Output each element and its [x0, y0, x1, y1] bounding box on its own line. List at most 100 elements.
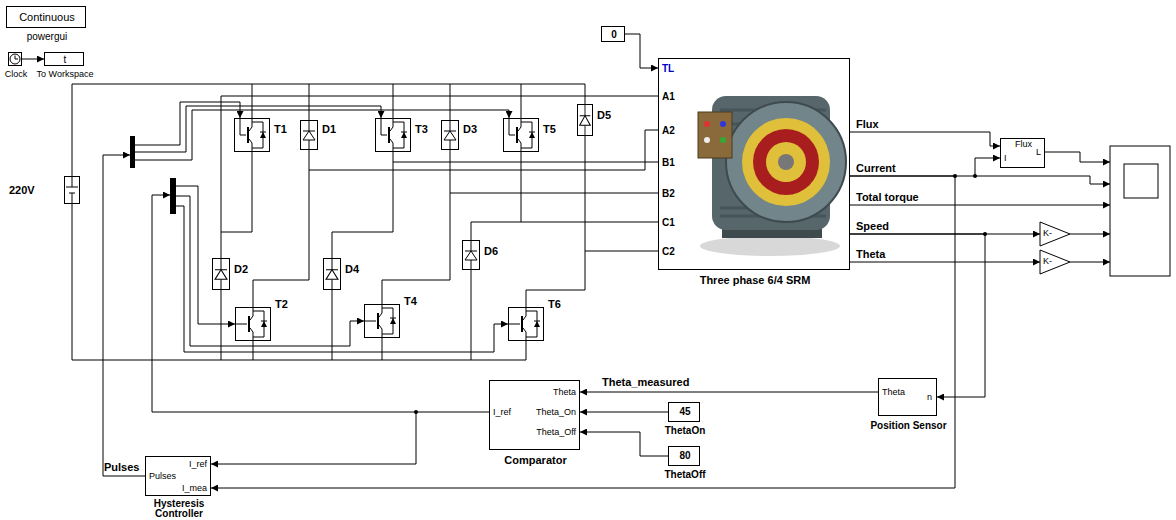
- block-label: Clock: [0, 69, 33, 80]
- port-name: Theta: [553, 387, 576, 398]
- port-name: A2: [662, 125, 675, 137]
- part-label: D3: [463, 123, 477, 136]
- part-label: T1: [274, 123, 287, 136]
- phase-wire: [309, 130, 658, 170]
- signal-line: [1045, 152, 1110, 162]
- motor-illustration: [698, 96, 846, 256]
- phase-wire: [332, 152, 393, 258]
- dc-rail: [72, 204, 526, 360]
- part-label: D4: [345, 263, 359, 276]
- part-label: D6: [484, 245, 498, 258]
- block-label: Three phase 6/4 SRM: [639, 274, 871, 287]
- comparator-block: ThetaI_refTheta_OnTheta_OffComparator: [489, 380, 580, 450]
- pulses-line: [103, 155, 145, 476]
- port-name: n: [927, 392, 932, 403]
- igbt-symbol: [509, 118, 535, 152]
- signal-line: [580, 432, 668, 456]
- port-name: TL: [662, 63, 674, 75]
- port-name: C2: [662, 246, 675, 258]
- diode-symbol: [465, 240, 477, 270]
- diode: D2: [212, 258, 230, 290]
- part-label: D5: [597, 109, 611, 122]
- gate-line: [176, 206, 508, 352]
- constant-block: 45ThetaOn: [668, 402, 700, 422]
- part-label: D2: [234, 263, 248, 276]
- diode-symbol: [303, 120, 315, 150]
- port-name: Theta_Off: [536, 427, 576, 438]
- terminal: [704, 121, 710, 127]
- battery-symbol: [66, 176, 78, 204]
- motor-stator: [742, 118, 830, 206]
- signal-name: Theta_measured: [600, 376, 691, 389]
- terminal: [704, 137, 710, 143]
- motor-winding: [753, 129, 819, 195]
- signal-name: Pulses: [104, 461, 139, 474]
- block-label: K-: [1043, 228, 1052, 239]
- port-name: I_mea: [182, 483, 207, 494]
- powergui-block: Continuouspowergui: [6, 6, 86, 28]
- signal-line: [850, 262, 1040, 263]
- signal-line: [22, 59, 44, 60]
- signal-line: [975, 176, 1110, 184]
- igbt-symbol: [240, 118, 266, 152]
- diode: D5: [577, 104, 593, 136]
- motor-shadow: [700, 236, 840, 256]
- igbt-symbol: [381, 118, 407, 152]
- port-name: Pulses: [149, 471, 176, 482]
- port-name: B1: [662, 157, 675, 169]
- port-name: C1: [662, 217, 675, 229]
- diode-symbol: [326, 258, 338, 290]
- signal-wiring: [103, 102, 1110, 476]
- gate-line: [176, 196, 364, 346]
- port-name: Theta_On: [536, 407, 576, 418]
- diode: D6: [462, 240, 480, 270]
- phase-wire: [471, 152, 521, 240]
- hysteresis-controller-block: I_refPulsesI_meaHysteresis Controller: [145, 456, 211, 496]
- signal-line: [211, 412, 489, 464]
- signal-line: [850, 205, 1110, 206]
- igbt-switch: T2: [235, 307, 271, 341]
- signal-name: Theta: [856, 248, 885, 261]
- diode-symbol: [580, 104, 591, 136]
- terminal-box: [698, 112, 732, 158]
- port-name: A1: [662, 91, 675, 103]
- signal-name: Flux: [856, 118, 879, 131]
- block-label: 80: [669, 450, 701, 462]
- block-label: Comparator: [480, 454, 591, 467]
- signal-line: [625, 34, 658, 68]
- igbt-switch: T3: [375, 118, 411, 152]
- signal-name: Current: [856, 162, 896, 175]
- block-label: Hysteresis Controller: [136, 499, 222, 519]
- gate-line: [176, 186, 235, 324]
- flux-block: FluxIL: [1000, 138, 1045, 168]
- port-name: I: [1004, 153, 1007, 164]
- block-label: Continuous: [7, 11, 87, 24]
- dc-source: 220V: [64, 176, 80, 204]
- gate-line: [135, 106, 381, 152]
- phase-wire: [521, 222, 658, 223]
- phase-wire: [450, 193, 658, 194]
- signal-line: [1070, 234, 1110, 235]
- phase-wire: [221, 96, 658, 232]
- scope-screen: [1124, 164, 1158, 198]
- signal-name: Speed: [856, 220, 889, 233]
- motor-rotor: [766, 142, 806, 182]
- clock-hands: [15, 56, 18, 60]
- diode: D4: [323, 258, 341, 290]
- gain-triangle: [1040, 222, 1070, 246]
- block-label: ThetaOff: [654, 469, 716, 481]
- part-label: T6: [548, 298, 561, 311]
- block-label: To Workspace: [30, 69, 100, 80]
- block-label: 45: [669, 406, 701, 418]
- phase-wire: [221, 152, 252, 258]
- block-label: t: [45, 54, 85, 66]
- igbt-switch: T5: [503, 118, 539, 152]
- igbt-symbol: [235, 307, 267, 341]
- port-name: I_ref: [493, 407, 511, 418]
- igbt-switch: T6: [508, 307, 544, 341]
- clock-block: Clock: [8, 52, 22, 66]
- signal-line: [211, 176, 955, 488]
- diode-symbol: [215, 258, 227, 290]
